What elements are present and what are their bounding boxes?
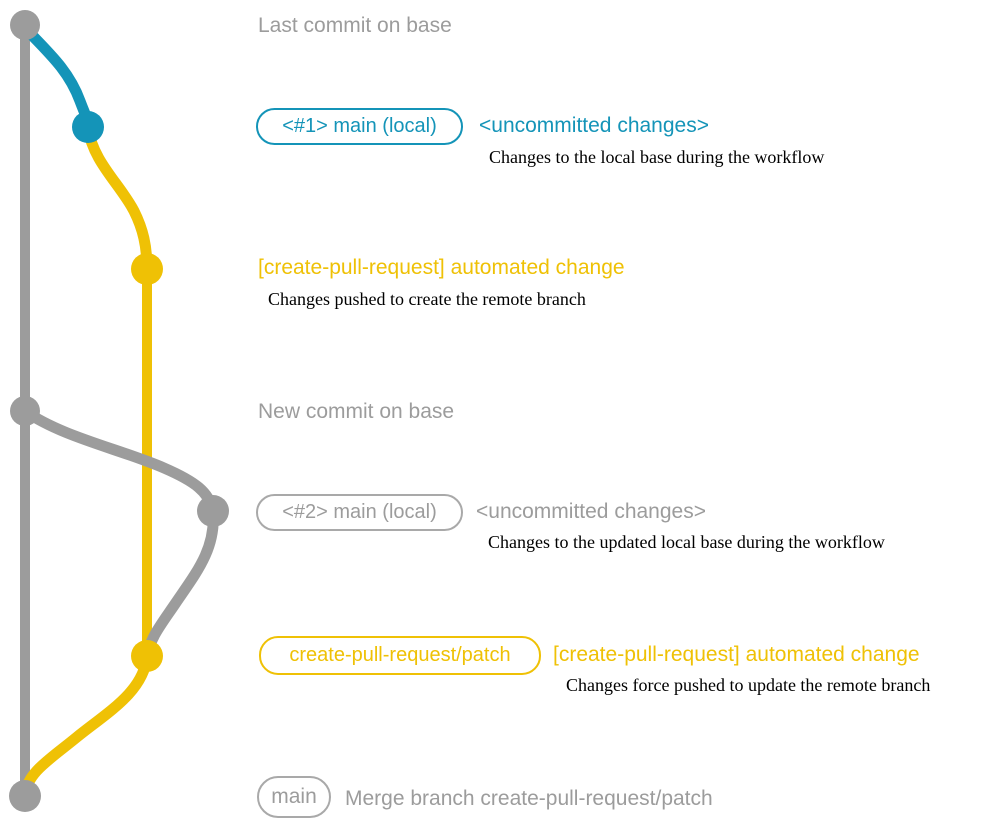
heading-new-commit-on-base: New commit on base [258,400,455,423]
commit-dot-last-commit-on-base [10,10,40,40]
commit-dot-automated-change-1 [131,253,163,285]
badge-create-pull-request-patch: create-pull-request/patch [259,636,541,675]
title-uncommitted-changes-2: <uncommitted changes> [476,500,706,523]
desc-automated-change-1: Changes pushed to create the remote bran… [268,289,586,309]
desc-uncommitted-changes-2: Changes to the updated local base during… [488,532,885,552]
commit-dot-uncommitted-changes-1 [72,111,104,143]
yellow-branch-curve-upper [82,126,153,270]
title-automated-change-1: [create-pull-request] automated change [258,256,625,279]
commit-dot-merge-commit [9,780,41,812]
gray-branch-curve-in [141,511,219,659]
badge-main-local-2: <#2> main (local) [256,494,463,531]
desc-uncommitted-changes-1: Changes to the local base during the wor… [489,147,825,167]
teal-branch-curve [21,24,94,129]
commit-dot-automated-change-2 [131,640,163,672]
badge-main-local-1: <#1> main (local) [256,108,463,145]
title-merge-branch: Merge branch create-pull-request/patch [345,787,713,810]
title-automated-change-2: [create-pull-request] automated change [553,643,920,666]
yellow-merge-curve [19,656,153,796]
heading-last-commit-on-base: Last commit on base [258,14,452,37]
commit-dot-uncommitted-changes-2 [197,495,229,527]
badge-main: main [257,776,331,818]
title-uncommitted-changes-1: <uncommitted changes> [479,114,709,137]
desc-automated-change-2: Changes force pushed to update the remot… [566,675,931,695]
gray-branch-curve-out [21,406,219,514]
commit-dot-new-commit-on-base [10,396,40,426]
